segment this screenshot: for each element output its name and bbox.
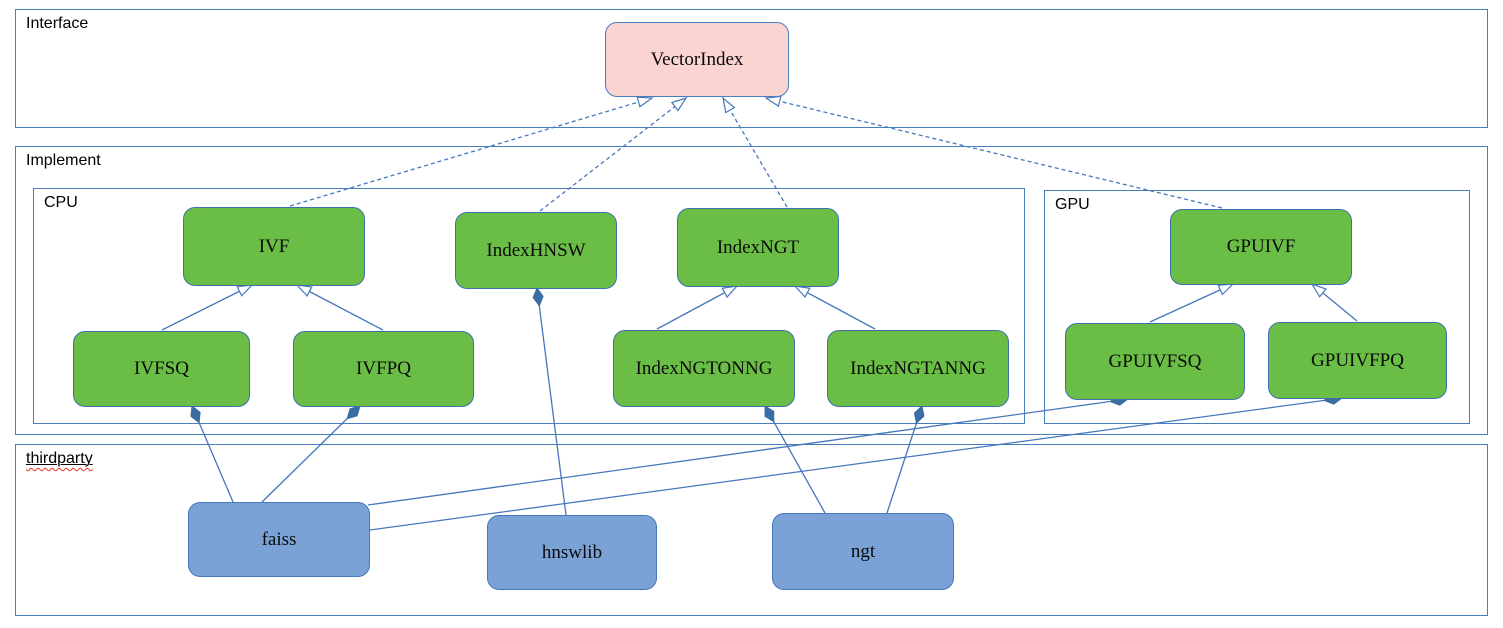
container-interface-label: Interface xyxy=(26,15,89,32)
node-indexngtanng-label: IndexNGTANNG xyxy=(850,357,986,379)
container-cpu-label: CPU xyxy=(44,194,78,211)
node-vectorindex-label: VectorIndex xyxy=(650,48,744,70)
node-gpuivfpq-label: GPUIVFPQ xyxy=(1311,349,1404,371)
node-gpuivfpq: GPUIVFPQ xyxy=(1268,322,1447,399)
node-gpuivf-label: GPUIVF xyxy=(1226,236,1296,257)
node-faiss: faiss xyxy=(188,502,370,577)
container-gpu-label: GPU xyxy=(1055,196,1090,213)
node-indexngt-label: IndexNGT xyxy=(716,236,800,258)
container-implement-label: Implement xyxy=(26,152,101,169)
node-vectorindex: VectorIndex xyxy=(605,22,789,97)
node-gpuivf: GPUIVF xyxy=(1170,209,1352,285)
node-ivf-label: IVF xyxy=(258,235,290,257)
node-gpuivfsq-label: GPUIVFSQ xyxy=(1108,350,1202,372)
node-indexngtonng-label: IndexNGTONNG xyxy=(635,357,773,379)
node-ngt: ngt xyxy=(772,513,954,590)
node-indexhnsw-label: IndexHNSW xyxy=(486,239,586,261)
node-hnswlib: hnswlib xyxy=(487,515,657,590)
node-ivfpq: IVFPQ xyxy=(293,331,474,407)
node-gpuivfsq: GPUIVFSQ xyxy=(1065,323,1245,400)
node-indexhnsw: IndexHNSW xyxy=(455,212,617,289)
node-ngt-label: ngt xyxy=(850,540,876,562)
node-indexngtanng: IndexNGTANNG xyxy=(827,330,1009,407)
node-indexngt: IndexNGT xyxy=(677,208,839,287)
node-ivfsq: IVFSQ xyxy=(73,331,250,407)
node-ivf: IVF xyxy=(183,207,365,286)
node-ivfsq-label: IVFSQ xyxy=(134,358,189,379)
spellcheck-squiggle: thirdparty xyxy=(26,450,93,467)
container-thirdparty-label: thirdparty xyxy=(26,450,93,468)
node-indexngtonng: IndexNGTONNG xyxy=(613,330,795,407)
node-ivfpq-label: IVFPQ xyxy=(356,358,411,379)
node-faiss-label: faiss xyxy=(261,528,297,550)
node-hnswlib-label: hnswlib xyxy=(541,541,603,563)
